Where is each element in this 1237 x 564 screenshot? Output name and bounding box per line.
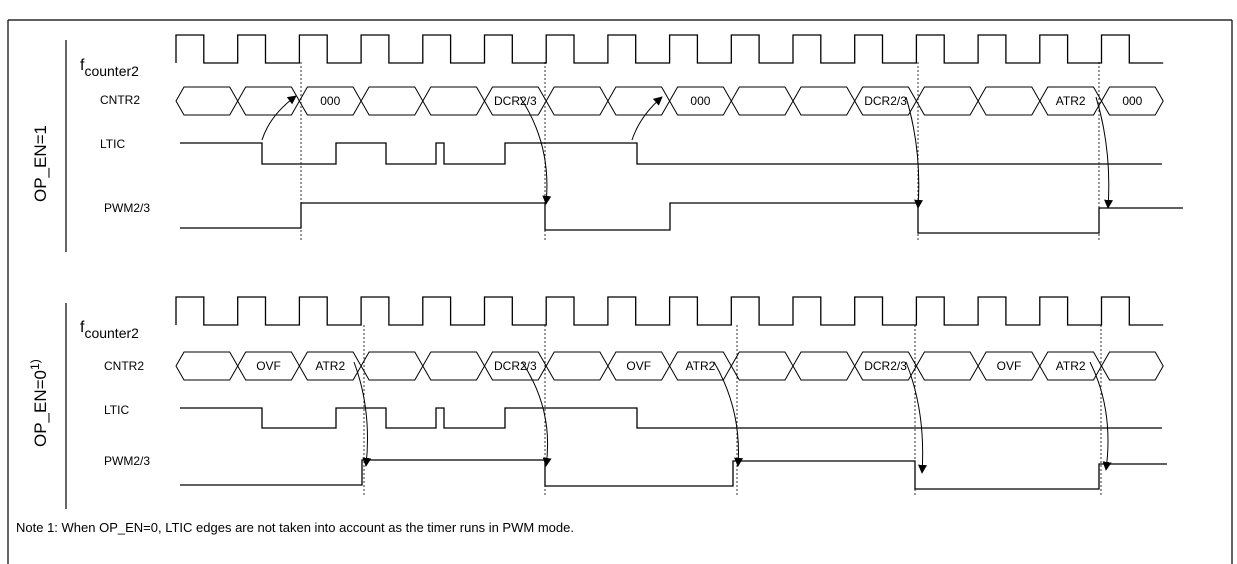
cntr2-cell xyxy=(792,351,856,381)
clock-waveform xyxy=(175,34,1164,64)
cntr2-value: ATR2 xyxy=(686,359,716,373)
panel-side-label: OP_EN=1 xyxy=(31,125,50,202)
trigger-arrows xyxy=(261,95,1114,209)
cntr2-cell xyxy=(175,86,239,116)
cntr2-value: DCR2/3 xyxy=(494,359,537,373)
cntr2-label: CNTR2 xyxy=(104,359,144,373)
clock-waveform xyxy=(175,296,1164,326)
ltic-waveform xyxy=(180,407,1162,429)
cntr2-cell xyxy=(977,86,1041,116)
cntr2-value: ATR2 xyxy=(1056,359,1086,373)
cntr2-value: ATR2 xyxy=(1056,94,1086,108)
cntr2-value: 000 xyxy=(320,94,340,108)
footnote: Note 1: When OP_EN=0, LTIC edges are not… xyxy=(16,520,574,535)
cntr2-value: DCR2/3 xyxy=(864,94,907,108)
trigger-arrows xyxy=(353,361,1112,474)
cntr2-cell xyxy=(360,86,424,116)
cntr2-label: CNTR2 xyxy=(100,93,140,107)
cntr2-value: ATR2 xyxy=(315,359,345,373)
pwm-waveform xyxy=(180,202,1183,234)
cntr2-value: OVF xyxy=(256,359,281,373)
cntr2-cell xyxy=(175,351,239,381)
panel-op-en-1: OP_EN=1 fcounter2 CNTR2 LTIC PWM2/3 000 D… xyxy=(31,34,1183,252)
cntr2-value: OVF xyxy=(997,359,1022,373)
cntr2-cell xyxy=(422,351,486,381)
clock-label: fcounter2 xyxy=(80,319,139,341)
pwm-label: PWM2/3 xyxy=(104,201,150,215)
cntr2-cell xyxy=(730,351,794,381)
panel-side-label: OP_EN=01) xyxy=(28,359,50,447)
cntr2-value: 000 xyxy=(690,94,710,108)
cntr2-value: DCR2/3 xyxy=(864,359,907,373)
panel-op-en-0: OP_EN=01) fcounter2 CNTR2 LTIC PWM2/3 OV… xyxy=(28,296,1167,509)
cntr2-cell xyxy=(792,86,856,116)
cntr2-cell xyxy=(607,86,671,116)
cntr2-cell xyxy=(1100,351,1164,381)
cntr2-cell xyxy=(915,86,979,116)
cntr2-cell xyxy=(545,86,609,116)
cntr2-cell xyxy=(1100,86,1164,116)
ltic-waveform xyxy=(180,142,1162,165)
cntr2-cell xyxy=(915,351,979,381)
pwm-label: PWM2/3 xyxy=(104,454,150,468)
cntr2-cell xyxy=(730,86,794,116)
cntr2-cell xyxy=(422,86,486,116)
cntr2-cell xyxy=(360,351,424,381)
clock-label: fcounter2 xyxy=(80,57,139,79)
cntr2-value: DCR2/3 xyxy=(494,94,537,108)
cntr2-cell xyxy=(545,351,609,381)
cntr2-value: OVF xyxy=(626,359,651,373)
pwm-waveform xyxy=(180,459,1167,490)
ltic-label: LTIC xyxy=(104,403,129,417)
ltic-label: LTIC xyxy=(100,137,125,151)
cntr2-value: 000 xyxy=(1122,94,1142,108)
